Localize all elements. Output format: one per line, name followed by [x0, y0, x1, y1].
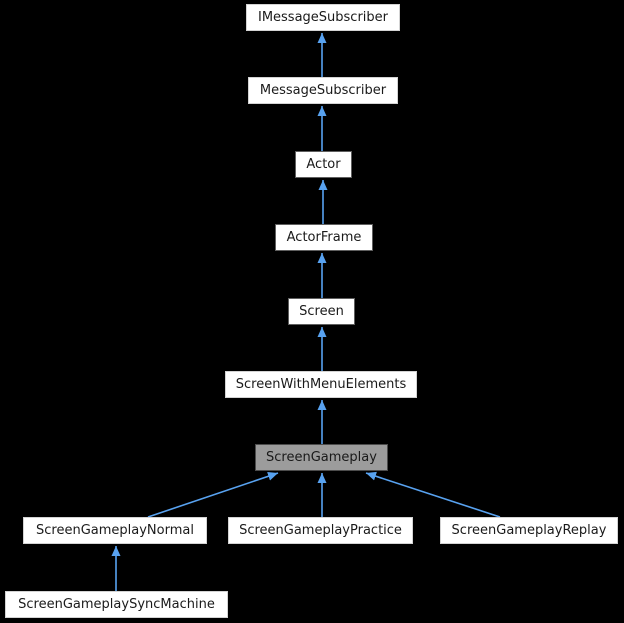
node-screengameplaypractice[interactable]: ScreenGameplayPractice	[228, 517, 413, 544]
class-name: MessageSubscriber	[259, 83, 387, 98]
class-name: Screen	[299, 304, 344, 319]
node-screengameplaynormal[interactable]: ScreenGameplayNormal	[23, 517, 207, 544]
node-messagesubscriber[interactable]: MessageSubscriber	[248, 77, 398, 104]
node-screenwithmenuelements[interactable]: ScreenWithMenuElements	[225, 371, 417, 398]
node-screengameplaysyncmachine[interactable]: ScreenGameplaySyncMachine	[5, 591, 228, 618]
node-imessagesubscriber[interactable]: IMessageSubscriber	[246, 4, 400, 31]
edge-screengameplaynormal-to-screengameplay	[147, 471, 279, 518]
node-actor[interactable]: Actor	[295, 151, 352, 178]
class-name: ScreenGameplayNormal	[36, 523, 194, 538]
class-name: ScreenGameplayReplay	[451, 523, 607, 538]
node-screen[interactable]: Screen	[288, 298, 355, 325]
class-name: ScreenWithMenuElements	[235, 377, 407, 392]
class-name: ActorFrame	[286, 230, 362, 245]
class-name: ScreenGameplaySyncMachine	[18, 597, 215, 612]
class-name: IMessageSubscriber	[257, 10, 389, 25]
class-name: ScreenGameplayPractice	[239, 523, 402, 538]
class-name: ScreenGameplay	[266, 450, 377, 465]
edge-screengameplayreplay-to-screengameplay	[365, 471, 501, 518]
node-screengameplayreplay[interactable]: ScreenGameplayReplay	[440, 517, 618, 544]
node-actorframe[interactable]: ActorFrame	[275, 224, 373, 251]
class-name: Actor	[306, 157, 341, 172]
node-screengameplay-current: ScreenGameplay	[255, 444, 388, 471]
